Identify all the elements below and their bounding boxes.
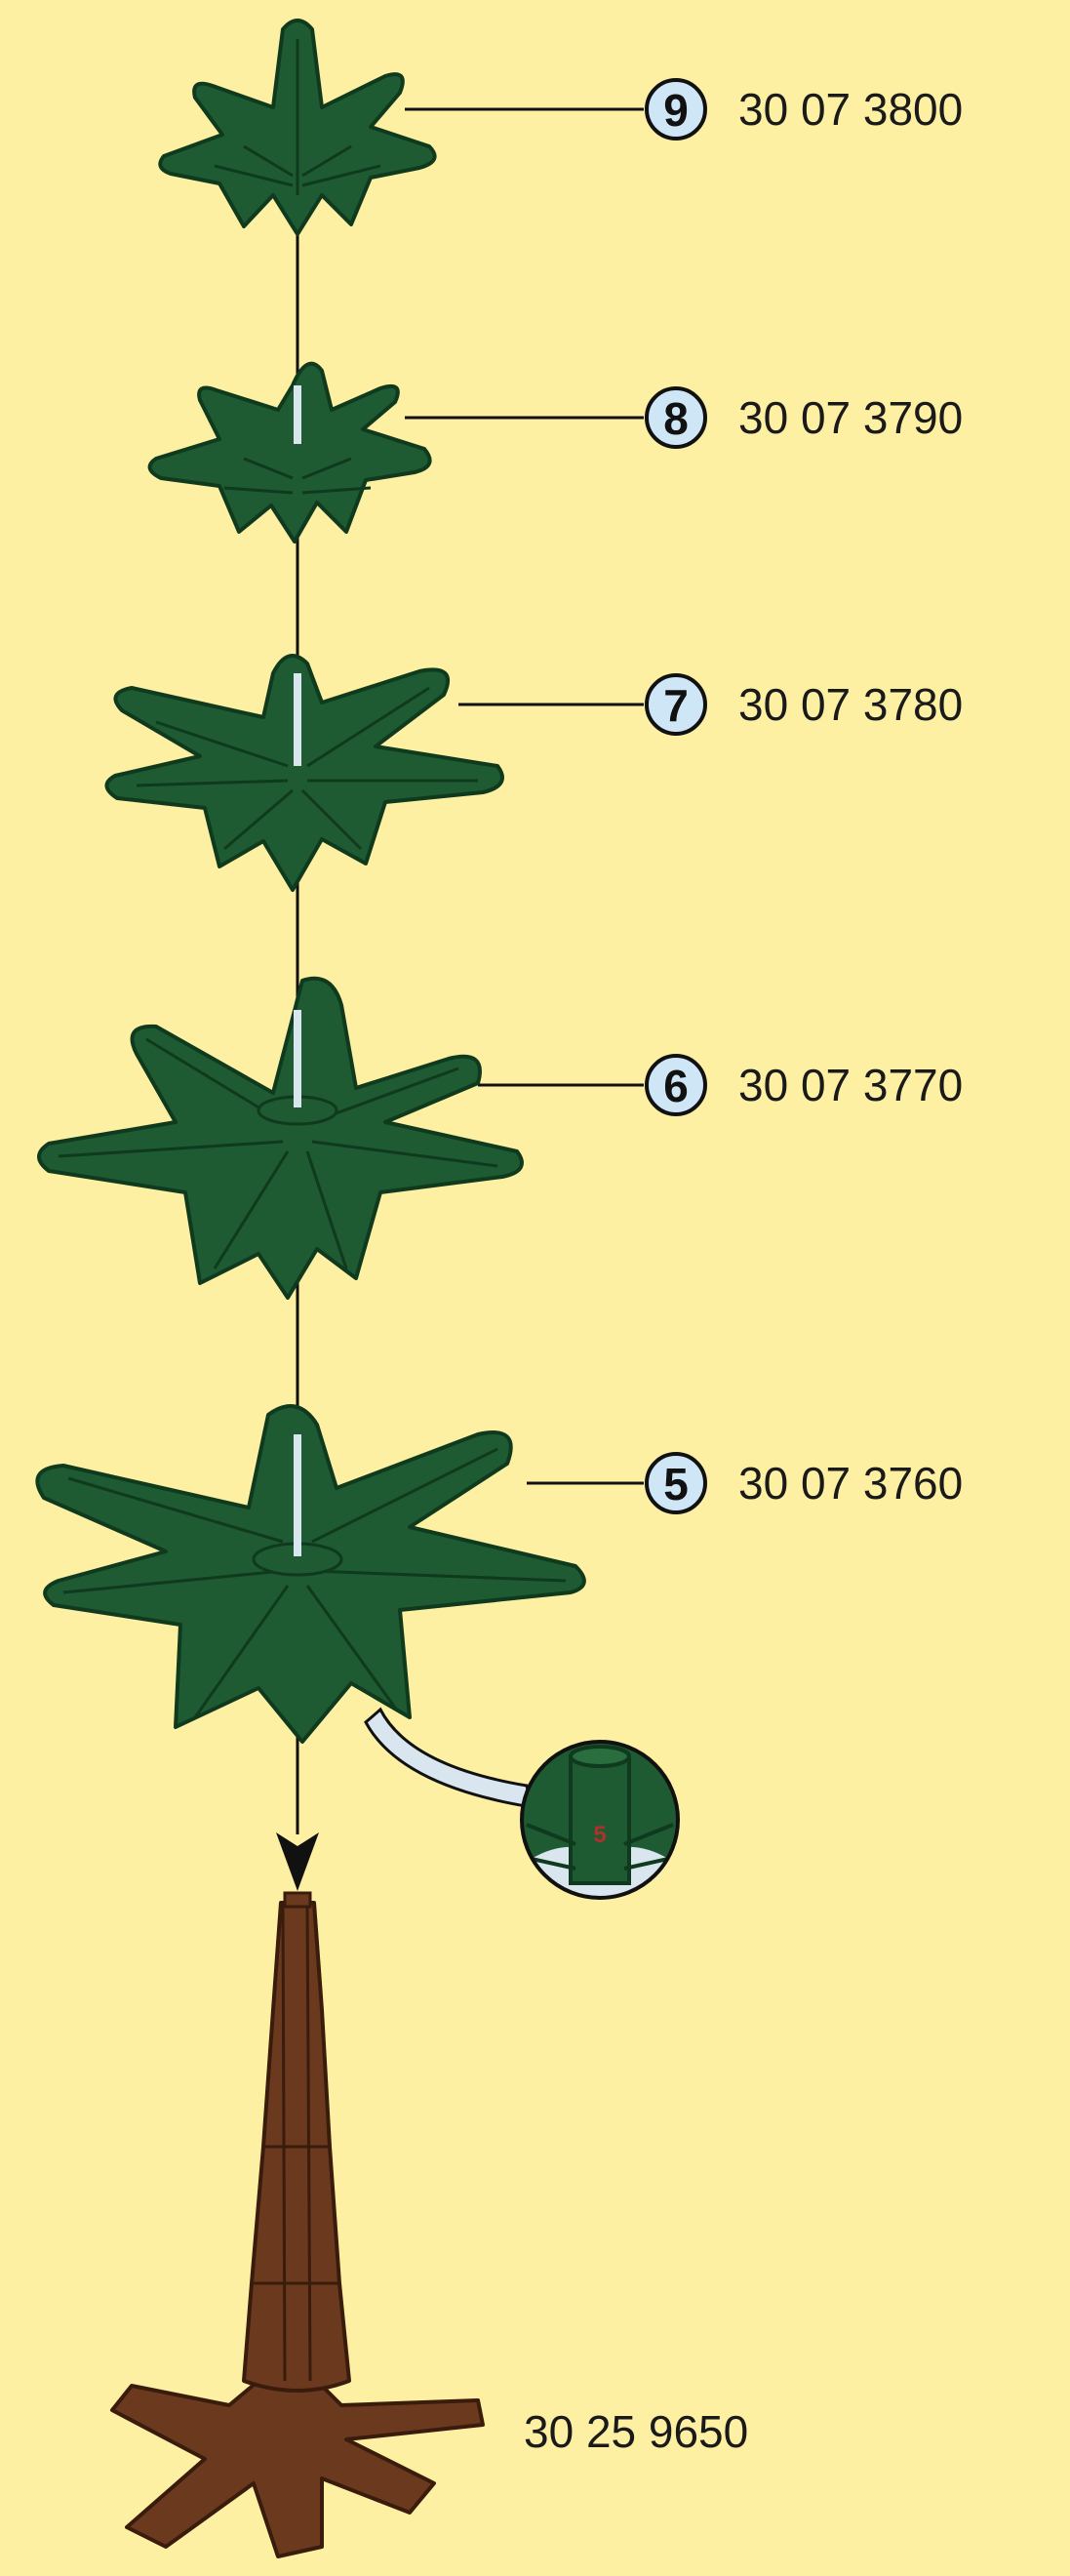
tier-6-peg	[294, 1010, 301, 1107]
detail-magnifier-icon: 5	[520, 1740, 680, 1900]
tier-9-number: 9	[663, 85, 689, 136]
tier-8-peg	[294, 385, 301, 444]
tier-7-number: 7	[663, 680, 689, 731]
tier-8-part-number: 30 07 3790	[738, 392, 963, 443]
arrow-down-icon	[276, 1832, 319, 1891]
tier-5-peg	[294, 1434, 301, 1556]
tier-8-number: 8	[663, 393, 689, 444]
tree-tier-6-icon	[37, 976, 524, 1300]
tier-5-badge: 5	[645, 1452, 707, 1514]
tier-6-badge: 6	[645, 1054, 707, 1116]
tier-5-part-number: 30 07 3760	[738, 1458, 963, 1509]
tier-6-number: 6	[663, 1061, 689, 1111]
tier-7-peg	[294, 673, 301, 766]
detail-marker-number: 5	[593, 1822, 606, 1848]
tree-tier-9-icon	[158, 19, 437, 236]
tier-9-part-number: 30 07 3800	[738, 84, 963, 135]
tier-7-part-number: 30 07 3780	[738, 679, 963, 730]
tier-9-badge: 9	[645, 78, 707, 141]
tier-7-badge: 7	[645, 673, 707, 736]
tree-tier-5-icon	[35, 1404, 586, 1744]
tree-tier-8-icon	[147, 361, 432, 543]
tree-tier-7-icon	[104, 654, 504, 892]
tier-5-number: 5	[663, 1459, 689, 1509]
trunk-part-number: 30 25 9650	[524, 2406, 748, 2457]
detail-connector	[364, 1707, 534, 1809]
tree-trunk-icon	[110, 1891, 485, 2558]
tier-8-badge: 8	[645, 386, 707, 449]
tier-6-part-number: 30 07 3770	[738, 1060, 963, 1110]
